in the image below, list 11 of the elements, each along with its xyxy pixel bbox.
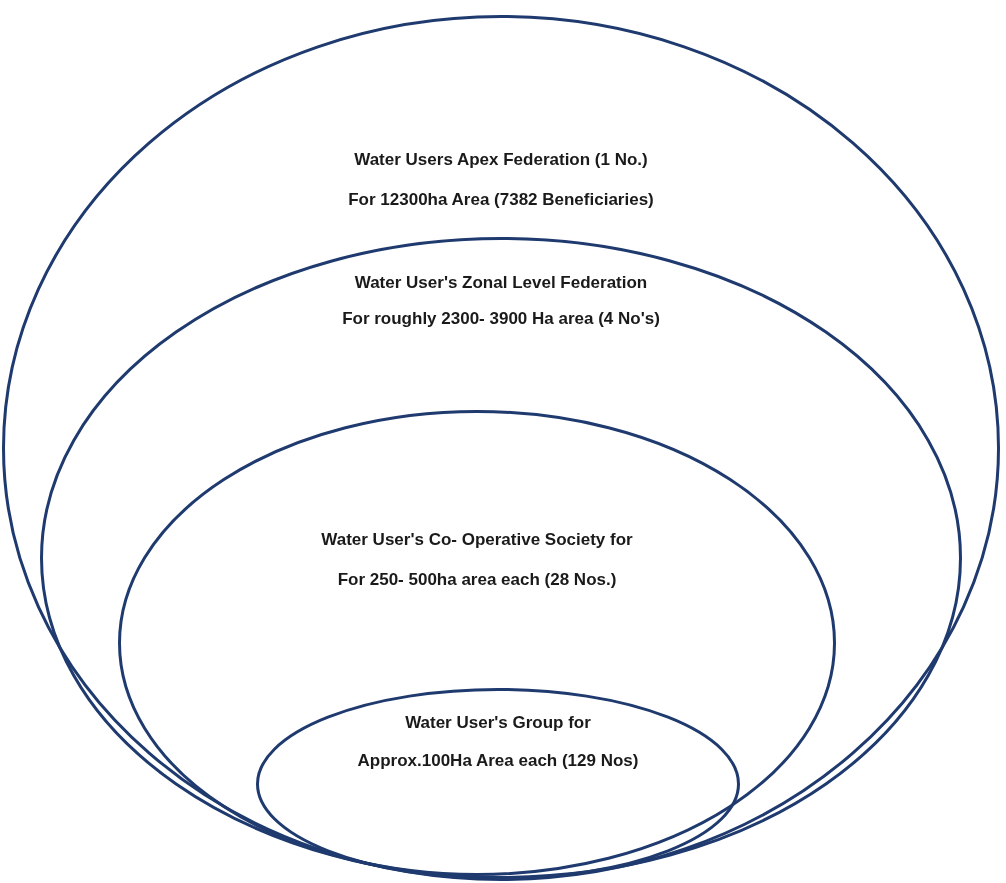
ellipse-region [2,15,1000,881]
level-description: Approx.100Ha Area each (129 Nos) [357,751,639,771]
level-description: For 12300ha Area (7382 Beneficiaries) [348,190,654,210]
level-description: For 250- 500ha area each (28 Nos.) [337,570,617,590]
level-title: Water User's Co- Operative Society for [321,530,633,550]
ellipse-region [40,237,962,879]
level-title: Water User's Group for [405,713,591,733]
ellipse-region [256,688,740,880]
level-title: Water Users Apex Federation (1 No.) [354,150,648,170]
level-title: Water User's Zonal Level Federation [354,273,648,293]
level-description: For roughly 2300- 3900 Ha area (4 No's) [342,309,660,329]
